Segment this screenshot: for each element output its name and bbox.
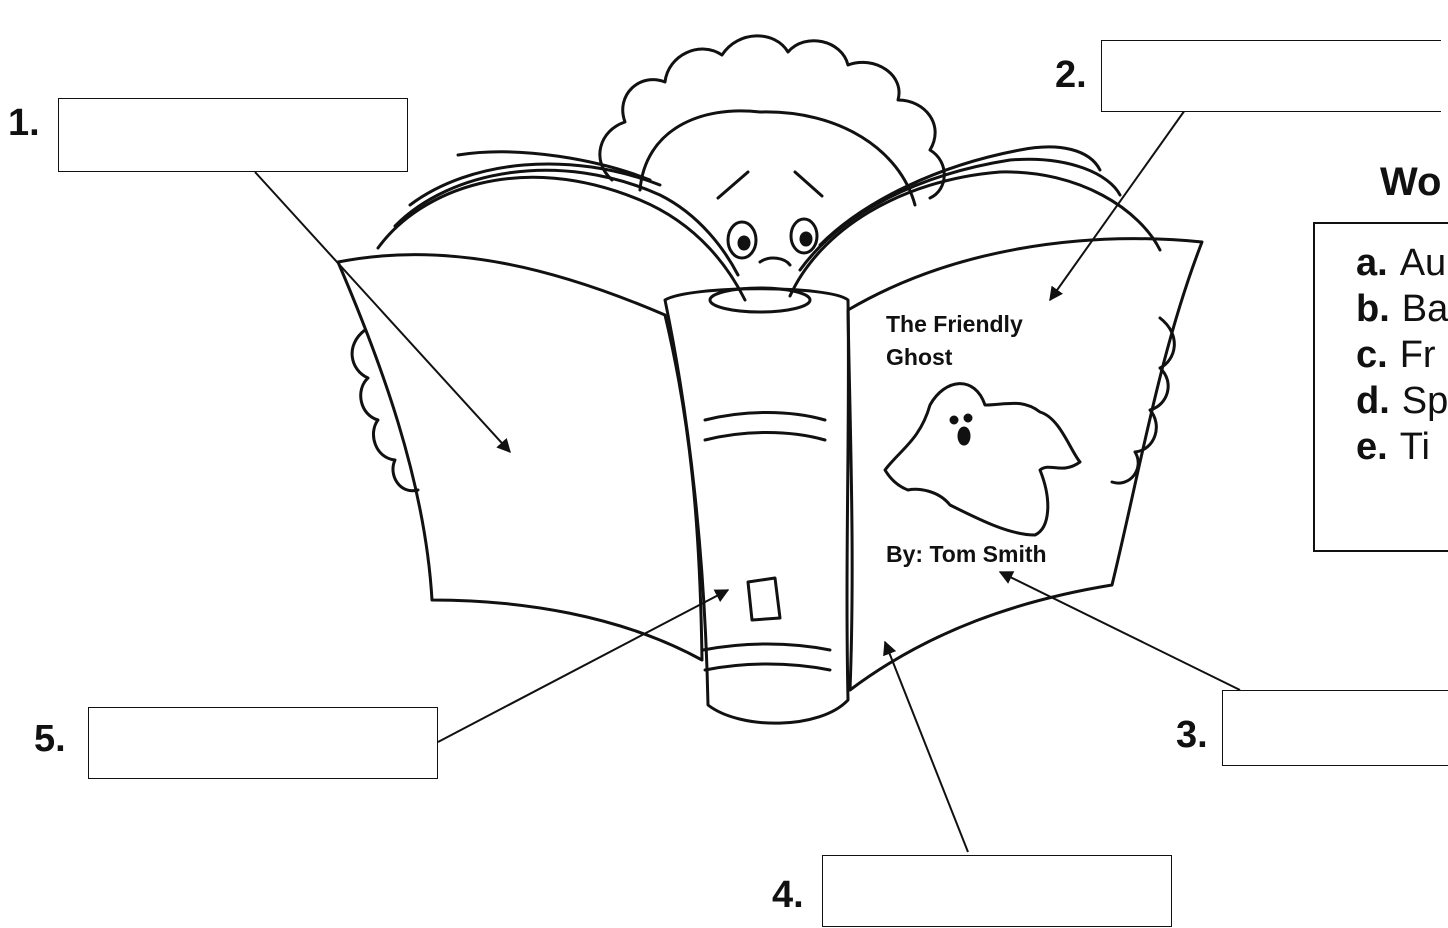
page-edges-right <box>788 170 1162 298</box>
word-bank-word: Sp <box>1401 380 1448 422</box>
word-bank-item: e. Ti <box>1356 424 1448 470</box>
arrow-2-to-title <box>1049 109 1186 302</box>
word-bank-word: Fr <box>1399 334 1436 376</box>
page-edges-left <box>376 175 747 302</box>
word-bank-item: c. Fr <box>1356 332 1448 378</box>
arrow-4-to-front-cover <box>883 640 969 853</box>
word-bank-letter: c. <box>1356 334 1388 376</box>
word-bank-letter: a. <box>1356 242 1388 284</box>
word-bank-letter: d. <box>1356 380 1390 422</box>
book-title: The Friendly Ghost <box>886 308 1023 375</box>
answer-box-3[interactable] <box>1222 690 1448 766</box>
spine-label <box>746 576 782 622</box>
label-4-number: 4. <box>772 874 804 916</box>
answer-box-4[interactable] <box>822 855 1172 927</box>
left-pupil <box>737 235 751 251</box>
word-bank-item: b. Ba <box>1356 286 1448 332</box>
word-bank-item: d. Sp <box>1356 378 1448 424</box>
book-spine <box>663 287 850 725</box>
label-5-number: 5. <box>34 718 66 760</box>
right-eye <box>789 217 819 255</box>
right-pupil <box>799 231 813 247</box>
word-bank-list: a. Au b. Ba c. Fr d. Sp e. Ti <box>1356 240 1448 470</box>
arrow-1-to-back-cover <box>254 171 511 454</box>
arrow-3-to-author <box>998 571 1241 691</box>
answer-box-1[interactable] <box>58 98 408 172</box>
face <box>638 109 917 207</box>
word-bank-item: a. Au <box>1356 240 1448 286</box>
book-left-cover <box>336 253 704 662</box>
answer-box-2[interactable] <box>1101 40 1441 112</box>
right-eyebrow <box>793 170 824 198</box>
ghost-drawing <box>883 382 1082 537</box>
right-hand <box>1110 316 1176 485</box>
word-bank-title: Wo <box>1380 160 1442 204</box>
book-title-line-2: Ghost <box>886 344 953 371</box>
label-3-number: 3. <box>1176 714 1208 756</box>
nose <box>758 256 792 267</box>
word-bank-letter: b. <box>1356 288 1390 330</box>
word-bank-box <box>1313 222 1448 552</box>
arrow-5-to-spine <box>437 589 730 743</box>
left-eyebrow <box>716 170 750 200</box>
word-bank-word: Ba <box>1401 288 1448 330</box>
book-author: By: Tom Smith <box>886 541 1047 567</box>
word-bank-word: Ti <box>1399 426 1430 468</box>
label-1-number: 1. <box>8 102 40 144</box>
label-2-number: 2. <box>1055 54 1087 96</box>
word-bank-letter: e. <box>1356 426 1388 468</box>
hair <box>598 34 946 200</box>
ghost-mouth <box>957 426 971 446</box>
left-hand <box>350 328 420 493</box>
book-right-cover <box>846 237 1204 692</box>
left-eye <box>726 220 758 260</box>
answer-box-5[interactable] <box>88 707 438 779</box>
word-bank-word: Au <box>1399 242 1447 284</box>
book-title-line-1: The Friendly <box>886 311 1023 337</box>
